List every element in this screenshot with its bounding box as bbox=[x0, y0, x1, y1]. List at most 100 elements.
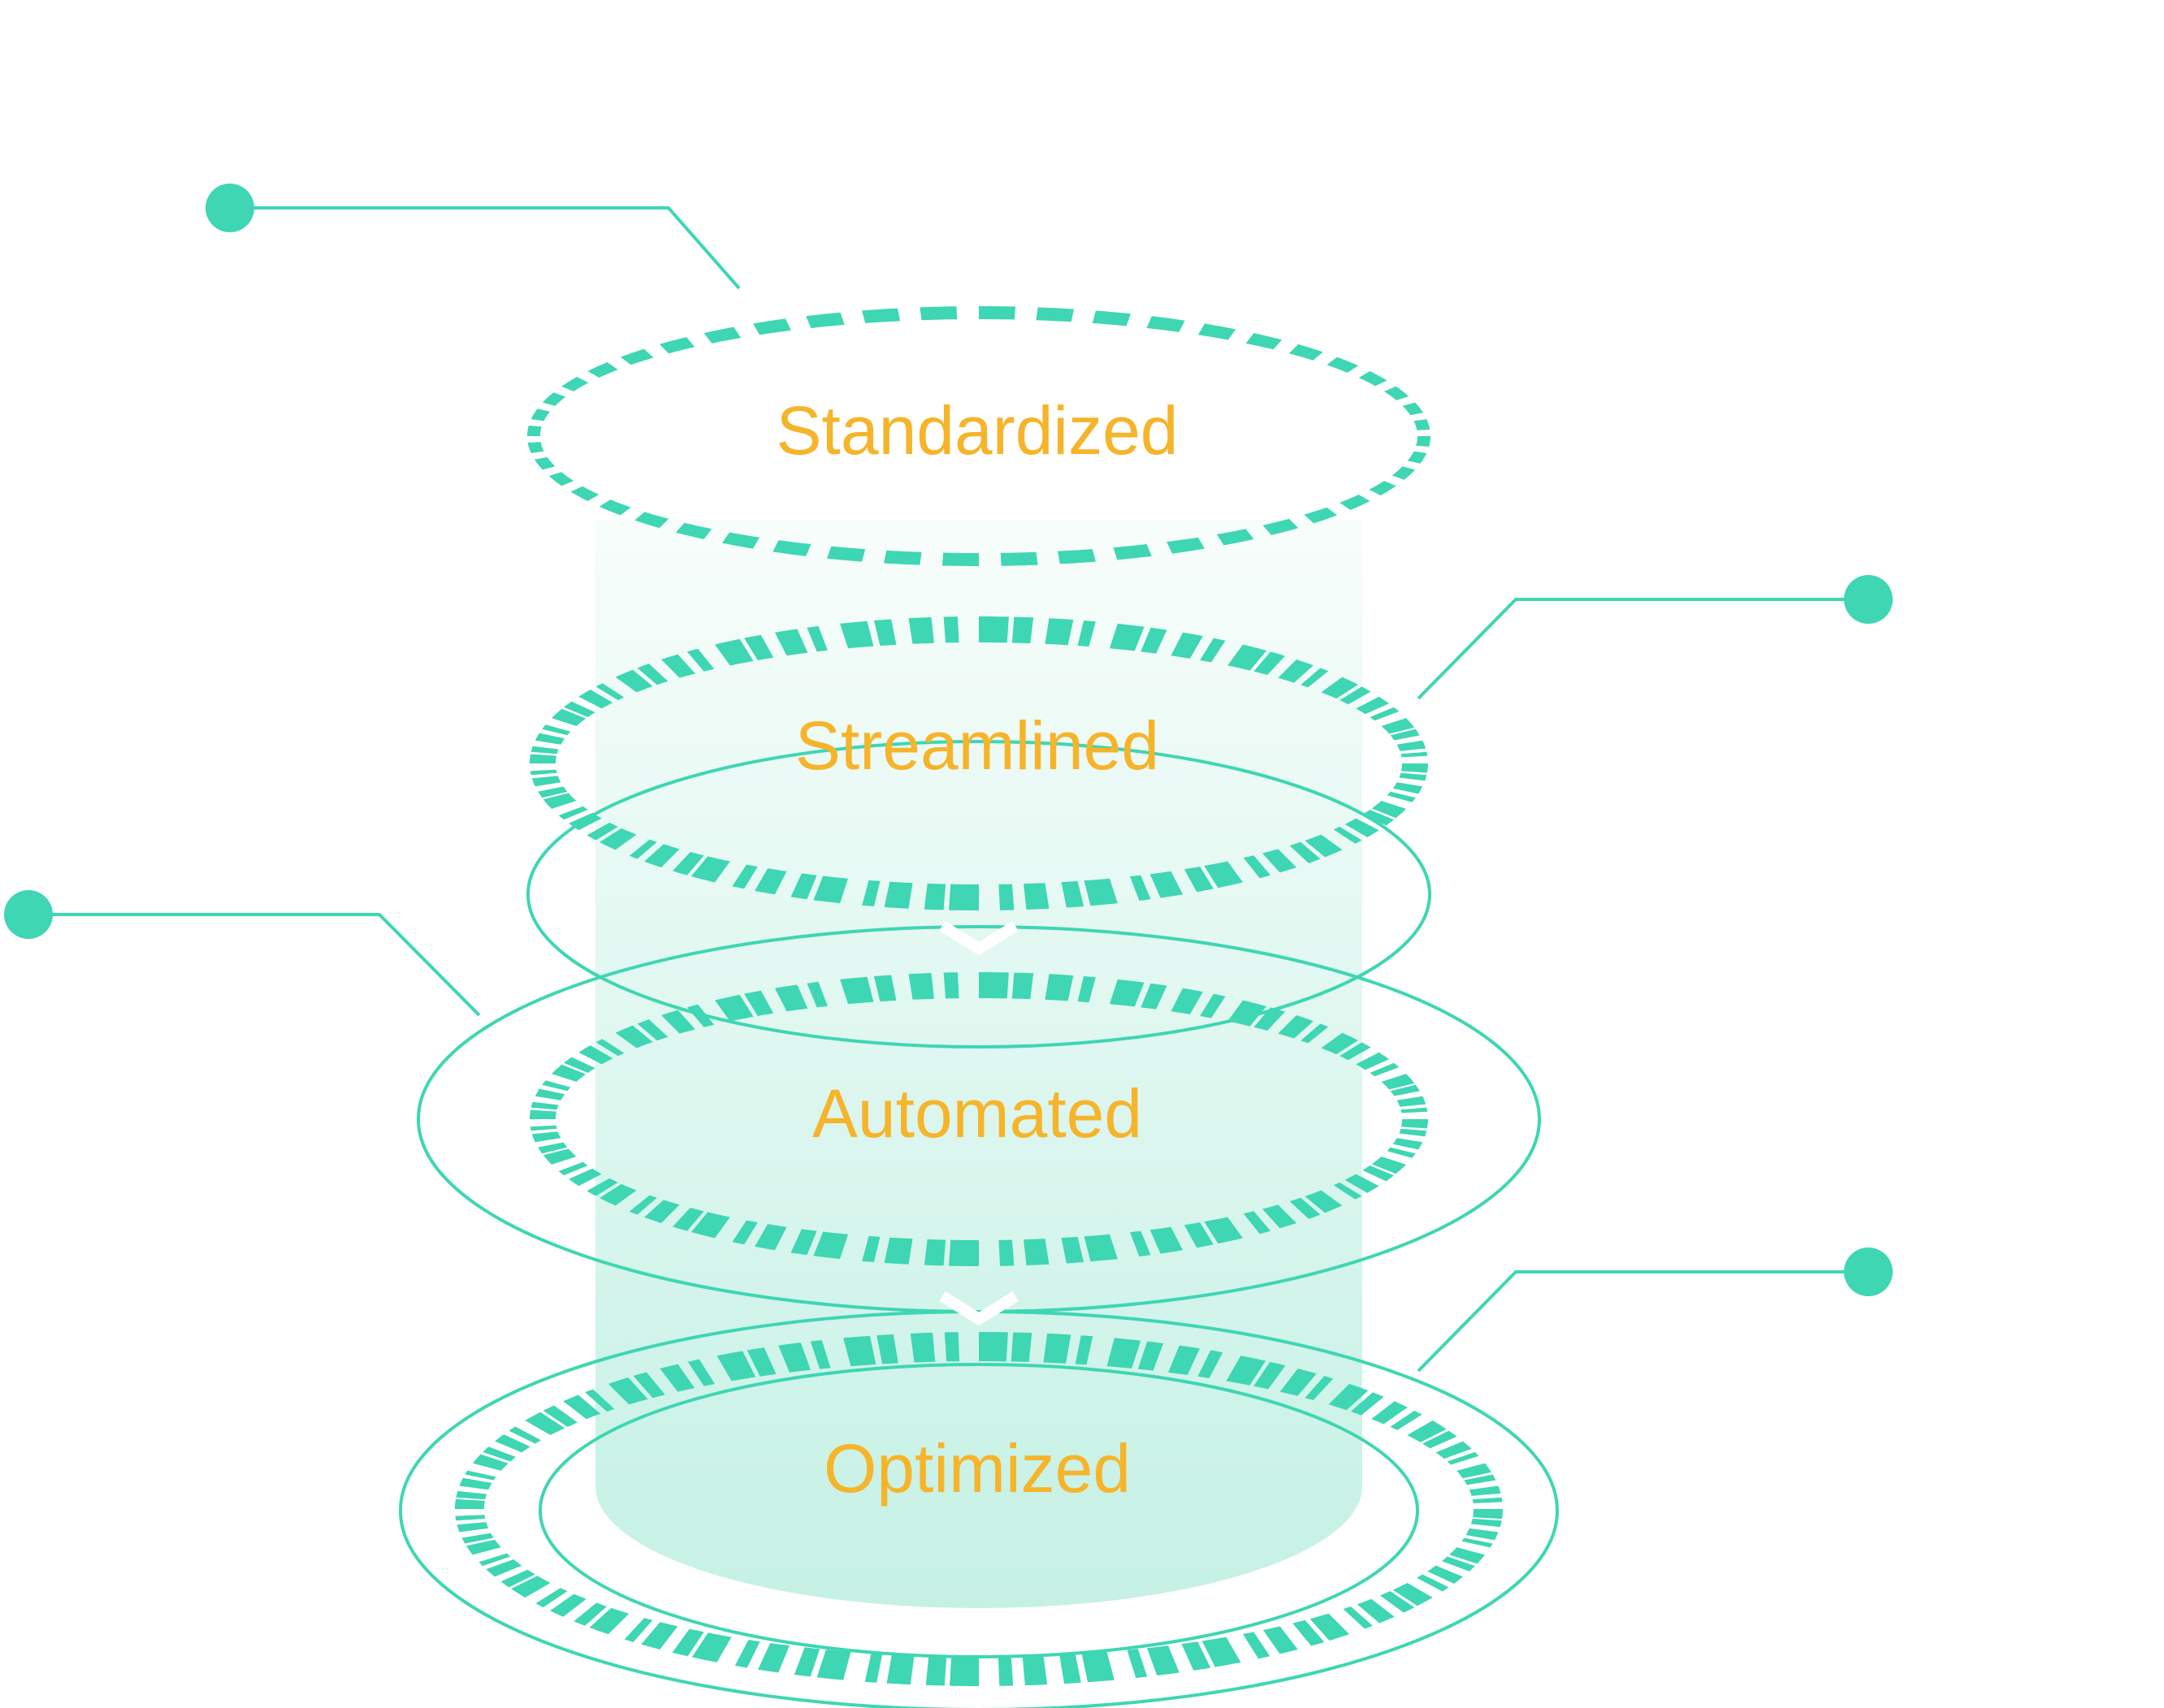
ring-standardized-segment bbox=[753, 318, 791, 335]
ring-streamlined-segment bbox=[998, 884, 1015, 910]
ring-streamlined-segment bbox=[1084, 878, 1118, 906]
ring-optimized-segment bbox=[1226, 1356, 1266, 1386]
ring-streamlined-segment bbox=[813, 876, 848, 904]
ring-streamlined-segment bbox=[790, 873, 817, 900]
ring-standardized-segment bbox=[1146, 316, 1185, 332]
ring-automated-segment bbox=[690, 1212, 730, 1239]
ring-optimized-segment bbox=[1371, 1401, 1408, 1425]
ring-standardized-segment bbox=[1391, 466, 1416, 480]
ring-automated-segment bbox=[552, 1064, 586, 1082]
ring-standardized-segment bbox=[1216, 529, 1254, 546]
ring-automated-segment bbox=[1200, 993, 1226, 1018]
callout-dot-icon bbox=[1844, 1247, 1893, 1296]
ring-automated-segment bbox=[530, 1125, 557, 1131]
ring-standardized-segment bbox=[1413, 419, 1430, 430]
ring-standardized-segment bbox=[1245, 333, 1283, 350]
ring-automated-segment bbox=[949, 1239, 979, 1266]
stage-label-streamlined: Streamlined bbox=[795, 707, 1159, 784]
ring-automated-segment bbox=[790, 1229, 817, 1256]
ring-standardized-segment bbox=[1092, 310, 1131, 326]
ring-optimized-segment bbox=[1197, 1350, 1223, 1378]
ring-optimized-segment bbox=[457, 1522, 489, 1533]
ring-streamlined-segment bbox=[1140, 627, 1167, 654]
callout-line-optimized bbox=[1417, 1270, 1868, 1373]
ring-automated-segment bbox=[1077, 976, 1096, 1003]
ring-streamlined-segment bbox=[949, 884, 979, 910]
ring-streamlined-segment bbox=[807, 625, 828, 652]
ring-streamlined-segment bbox=[1289, 841, 1321, 863]
chevron-down-icon bbox=[939, 921, 1019, 956]
ring-optimized-segment bbox=[1201, 1637, 1241, 1667]
ring-automated-segment bbox=[1401, 1119, 1428, 1129]
ring-optimized-segment bbox=[1292, 1619, 1325, 1646]
ring-streamlined-segment bbox=[1149, 871, 1184, 898]
ring-optimized-segment bbox=[1435, 1441, 1472, 1459]
ring-automated-segment bbox=[924, 1239, 946, 1266]
ring-automated-segment bbox=[755, 1224, 787, 1251]
outline-ring-optimized-outer bbox=[399, 1310, 1559, 1708]
ring-streamlined-segment bbox=[644, 844, 680, 867]
ring-automated-segment bbox=[884, 1237, 913, 1265]
ring-automated-segment bbox=[943, 972, 959, 999]
ring-streamlined-segment bbox=[1340, 686, 1371, 705]
ring-automated-segment bbox=[1278, 1015, 1314, 1039]
ring-streamlined-segment bbox=[595, 683, 625, 701]
ring-optimized-segment bbox=[1469, 1485, 1501, 1496]
ring-automated-segment bbox=[1396, 1096, 1426, 1107]
ring-optimized-segment bbox=[1106, 1338, 1141, 1369]
ring-automated-segment bbox=[1333, 1182, 1362, 1200]
ring-streamlined-segment bbox=[1204, 861, 1243, 889]
ring-standardized-segment bbox=[1402, 402, 1423, 416]
ring-streamlined-segment bbox=[1370, 707, 1400, 721]
ring-optimized-segment bbox=[1392, 1583, 1433, 1606]
ring-standardized-segment bbox=[1288, 344, 1323, 361]
ring-automated-segment bbox=[578, 1045, 613, 1065]
ring-standardized-segment bbox=[1198, 323, 1236, 340]
ring-optimized-segment bbox=[1127, 1649, 1148, 1678]
ring-streamlined-segment bbox=[661, 654, 695, 678]
ring-optimized-segment bbox=[950, 1656, 979, 1686]
ring-streamlined-segment bbox=[755, 868, 787, 895]
ring-optimized-segment bbox=[1350, 1392, 1384, 1416]
ring-automated-segment bbox=[1061, 1236, 1084, 1264]
ring-optimized-segment bbox=[511, 1576, 551, 1598]
ring-streamlined-segment bbox=[629, 839, 657, 859]
ring-streamlined-segment bbox=[690, 856, 730, 883]
ring-automated-segment bbox=[530, 1101, 559, 1110]
ring-standardized-segment bbox=[1340, 495, 1370, 510]
ring-streamlined-segment bbox=[586, 822, 618, 841]
ring-automated-segment bbox=[1390, 1084, 1420, 1096]
ring-streamlined-segment bbox=[1321, 677, 1358, 699]
ring-streamlined-segment bbox=[862, 880, 881, 906]
ring-automated-segment bbox=[1045, 974, 1074, 1001]
ring-streamlined-segment bbox=[535, 733, 565, 745]
ring-optimized-segment bbox=[1011, 1332, 1032, 1362]
ring-automated-segment bbox=[840, 976, 874, 1005]
ring-optimized-segment bbox=[1328, 1383, 1369, 1411]
ring-standardized-segment bbox=[1369, 481, 1396, 495]
ring-optimized-segment bbox=[1447, 1451, 1479, 1465]
ring-streamlined-segment bbox=[1301, 668, 1329, 688]
ring-optimized-segment bbox=[687, 1359, 715, 1386]
ring-optimized-segment bbox=[455, 1515, 486, 1521]
ring-streamlined-segment bbox=[1171, 632, 1203, 659]
ring-optimized-segment bbox=[624, 1618, 653, 1642]
ring-streamlined-segment bbox=[1362, 810, 1394, 826]
ring-automated-segment bbox=[1356, 1052, 1389, 1070]
ring-optimized-segment bbox=[1305, 1376, 1334, 1400]
ring-streamlined-segment bbox=[1227, 644, 1267, 671]
ring-streamlined-segment bbox=[1200, 638, 1226, 663]
ring-automated-segment bbox=[686, 1004, 715, 1027]
ring-standardized-segment bbox=[1036, 307, 1074, 322]
ring-streamlined-segment bbox=[979, 616, 1009, 643]
ring-optimized-segment bbox=[1417, 1574, 1449, 1592]
ring-standardized-segment bbox=[703, 326, 742, 344]
ring-automated-segment bbox=[1400, 1107, 1428, 1113]
ring-optimized-segment bbox=[473, 1454, 509, 1471]
ring-optimized-segment bbox=[864, 1653, 883, 1683]
ring-automated-segment bbox=[1204, 1217, 1243, 1244]
ring-streamlined-segment bbox=[1278, 659, 1314, 683]
ring-automated-segment bbox=[1024, 1239, 1050, 1265]
ring-automated-segment bbox=[673, 1208, 704, 1231]
ring-standardized-segment bbox=[1166, 537, 1205, 554]
